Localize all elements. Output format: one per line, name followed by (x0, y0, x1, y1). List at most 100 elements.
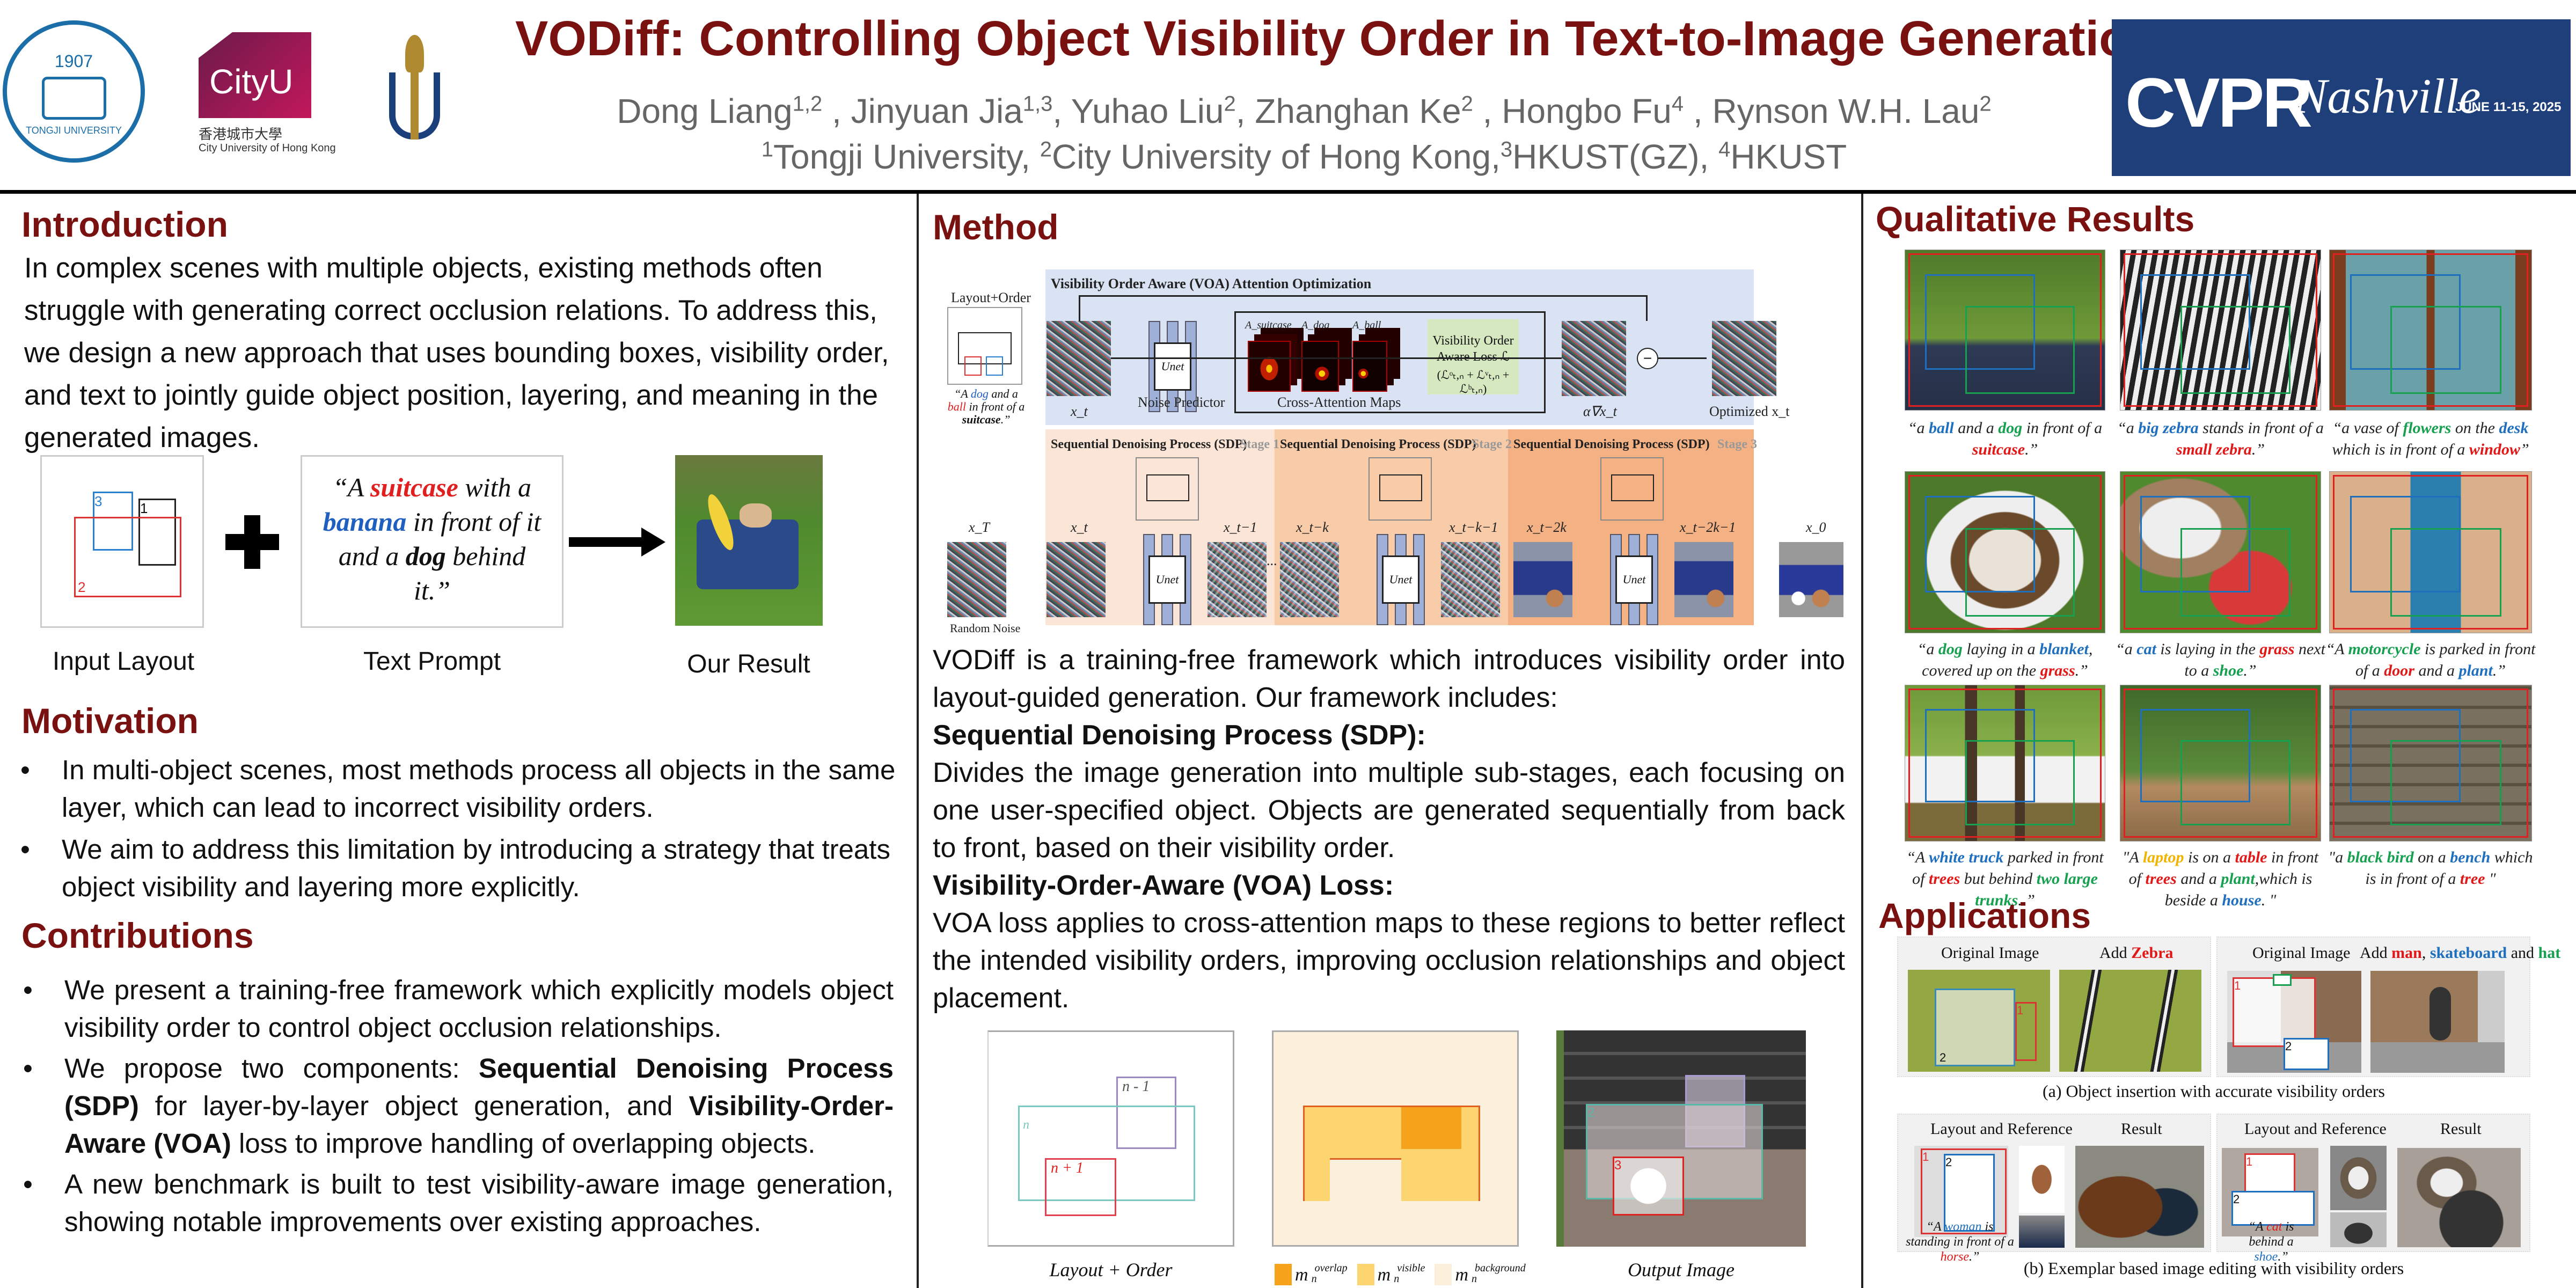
optimized-latent (1712, 321, 1776, 396)
bbox-blue (2350, 496, 2461, 592)
text-segment: ball (1929, 419, 1954, 437)
bbox-green (1965, 740, 2075, 825)
text-segment: in front of a (966, 400, 1025, 413)
bbox-red (2124, 475, 2317, 630)
latent-sdp (1208, 542, 1267, 617)
text-segment: white truck (1929, 848, 2004, 866)
cityu-logo-mark: CityU (199, 32, 311, 118)
attn-map-ball (1352, 341, 1387, 392)
app-panel-b-left: Layout and Reference Result 1 2 “A woman… (1897, 1114, 2211, 1264)
result-image (2329, 250, 2532, 411)
text-segment: Original Image (1941, 944, 2039, 962)
box-n-plus-1: n + 1 (1045, 1158, 1116, 1216)
legend-symbol: m (1377, 1265, 1391, 1285)
poster-title: VODiff: Controlling Object Visibility Or… (515, 11, 2160, 66)
text-segment: .” (2278, 1250, 2288, 1264)
legend-swatch (1435, 1264, 1452, 1285)
text-segment: horse (1940, 1250, 1969, 1264)
voa-title: Visibility Order Aware (VOA) Attention O… (1051, 276, 1372, 291)
author-separator: , (1473, 92, 1502, 130)
text-segment: Sequential Denoising Process (SDP) (64, 1053, 894, 1121)
legend-sub: n (1394, 1273, 1400, 1285)
stage-2-label: Stage 2 (1472, 437, 1512, 451)
text-segment: desk (2499, 419, 2529, 437)
text-prompt-box: “A suitcase with a banana in front of it… (301, 455, 564, 628)
intro-heading: Introduction (21, 204, 228, 244)
tongji-logo-year: 1907 (54, 52, 93, 71)
app-title: Add man, skateboard and hat (2360, 944, 2560, 962)
applications-heading: Applications (1878, 896, 2091, 935)
text-segment: woman (1944, 1220, 1982, 1234)
label-text-prompt: Text Prompt (363, 647, 501, 676)
bbox-blue (2140, 496, 2251, 592)
affiliation-name: HKUST (1730, 137, 1847, 176)
text-segment: black bird (2347, 848, 2414, 866)
author-name: Dong Liang (617, 92, 793, 130)
text-segment: with a (458, 472, 531, 502)
text-segment: , (2421, 944, 2430, 962)
voa-loss-label: Visibility Order Aware Loss ℒ (1432, 334, 1514, 364)
app-title: Layout and Reference (2244, 1120, 2387, 1138)
result-image (2120, 685, 2321, 841)
attn-map-suitcase (1248, 341, 1291, 392)
layout-order-figure: n - 1 n n + 1 (987, 1030, 1234, 1247)
motivation-bullet: We aim to address this limitation by int… (5, 831, 896, 906)
author-name: Rynson W.H. Lau (1712, 92, 1980, 130)
stage-3-label: Stage 3 (1717, 437, 1757, 451)
bbox-blue (2350, 708, 2461, 802)
text-segment: next to a (2184, 640, 2325, 679)
intro-text: In complex scenes with multiple objects,… (24, 252, 889, 453)
shoe-reference (2330, 1212, 2387, 1247)
bbox-green (2390, 740, 2501, 825)
text-segment: and a (2414, 662, 2459, 679)
bbox-green (2390, 528, 2501, 617)
layout-box-2: 2 (74, 517, 181, 597)
text-segment: We propose two components: (64, 1053, 479, 1084)
layout-order-label: Layout+Order (951, 290, 1031, 305)
result-image (1905, 471, 2105, 633)
arrow-line (1111, 357, 1562, 359)
latent-xt-label: x_t (1071, 404, 1088, 419)
text-segment: grass (2040, 662, 2075, 679)
text-segment: trees (1928, 870, 1960, 888)
text-segment: and (2507, 944, 2538, 962)
text-segment: is on a (2184, 848, 2235, 866)
latent-xt (1046, 321, 1111, 396)
stage-layout-3 (1600, 457, 1664, 521)
text-segment: table (2235, 848, 2267, 866)
noise-predictor-unet: Unet (1148, 321, 1197, 412)
result-image (2329, 471, 2532, 633)
tongji-logo-name: TONGJI UNIVERSITY (26, 125, 122, 136)
contributions-heading: Contributions (21, 916, 254, 955)
box-n-minus-1: n - 1 (1116, 1077, 1176, 1149)
original-zebra-image: 2 1 (1908, 970, 2050, 1072)
author-affiliation-index: 1,2 (792, 92, 823, 116)
author-name: Zhanghan Ke (1255, 92, 1461, 130)
arrow-line (1658, 357, 1707, 359)
affiliation-index: 2 (1040, 137, 1052, 162)
text-segment: cat (2266, 1220, 2282, 1234)
random-noise (947, 542, 1006, 617)
text-segment: “a (2117, 419, 2139, 437)
text-segment: bench (2450, 848, 2491, 866)
text-segment: .” (1000, 413, 1011, 426)
tongji-logo-emblem (41, 77, 106, 120)
text-segment: suitcase (370, 472, 458, 502)
sdp-title-3: Sequential Denoising Process (SDP) (1513, 437, 1710, 451)
legend-swatch (1357, 1264, 1374, 1285)
text-segment: suitcase (1972, 441, 2025, 458)
text-segment: in front of a (2022, 419, 2103, 437)
sdp-title-2: Sequential Denoising Process (SDP) (1280, 437, 1476, 451)
affiliation-name: HKUST(GZ), (1512, 137, 1719, 176)
text-segment: hat (2538, 944, 2561, 962)
text-segment: laptop (2142, 848, 2184, 866)
text-segment: . " (2261, 891, 2277, 909)
bbox-red (1908, 253, 2102, 407)
app-caption-a: (a) Object insertion with accurate visib… (2042, 1081, 2385, 1101)
author-affiliation-index: 2 (1461, 92, 1473, 116)
text-segment: for layer-by-layer object generation, an… (138, 1091, 689, 1121)
author-list: Dong Liang1,2 , Jinyuan Jia1,3, Yuhao Li… (515, 91, 2093, 131)
text-segment: is laying in the (2156, 640, 2260, 658)
plus-icon (225, 515, 279, 569)
horse-result (2075, 1146, 2204, 1248)
